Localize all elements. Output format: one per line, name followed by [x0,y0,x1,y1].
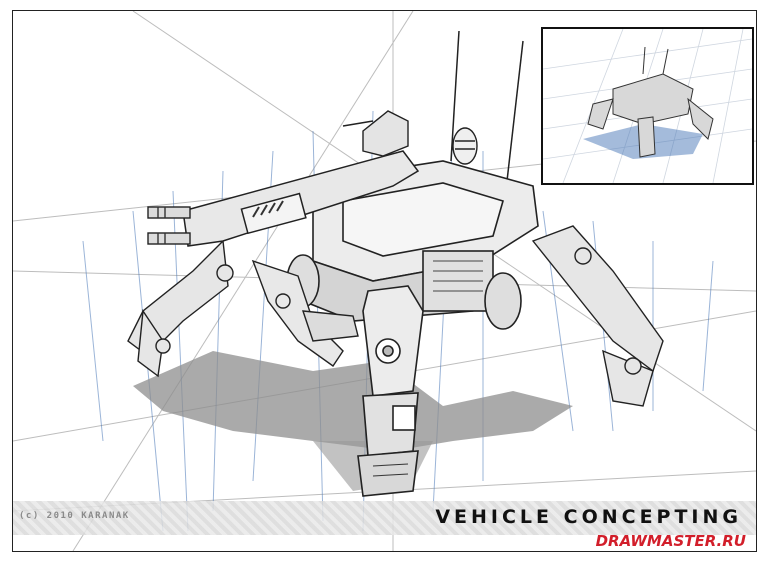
copyright-text: (c) 2010 KARANAK [19,511,130,521]
drawmaster-logo: DRAWMASTER.RU [595,532,746,550]
inset-mech-preview [543,29,752,183]
illustration-title: VEHICLE CONCEPTING [435,506,742,528]
front-left-leg [251,259,359,367]
cannon-barrels [147,206,191,245]
ground-shadow [133,351,573,451]
caption-bar [13,501,756,535]
cannon-arm [182,150,420,247]
rear-right-leg [531,225,664,407]
illustration-frame: (c) 2010 KARANAK VEHICLE CONCEPTING DRAW… [12,10,757,552]
mech-illustration [13,11,756,551]
inset-thumbnail [541,27,754,185]
front-leg [357,285,424,497]
rear-left-leg [127,239,234,378]
sensor-dome [452,127,478,165]
turret-gun [342,110,409,157]
